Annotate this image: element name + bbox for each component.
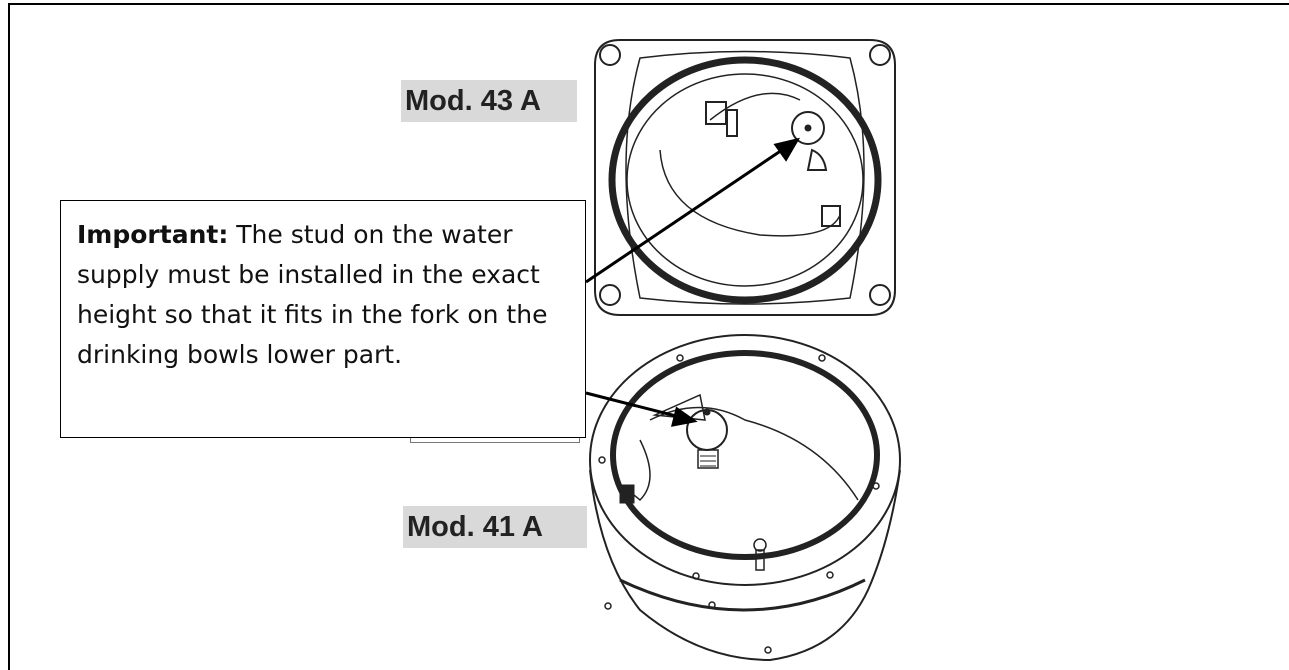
note-body: The stud on the water supply must be ins… [77,220,548,369]
pointer-arrows [585,137,801,427]
bowl-41a-illustration [589,334,901,662]
bowl-43a-illustration [594,39,896,316]
page-frame [8,3,1289,670]
important-note-callout: Important: The stud on the water supply … [60,200,586,438]
note-heading: Important: [77,220,229,249]
callout-shadow-box [410,436,580,443]
model-label-41a: Mod. 41 A [403,506,587,548]
model-label-43a: Mod. 43 A [401,80,577,122]
